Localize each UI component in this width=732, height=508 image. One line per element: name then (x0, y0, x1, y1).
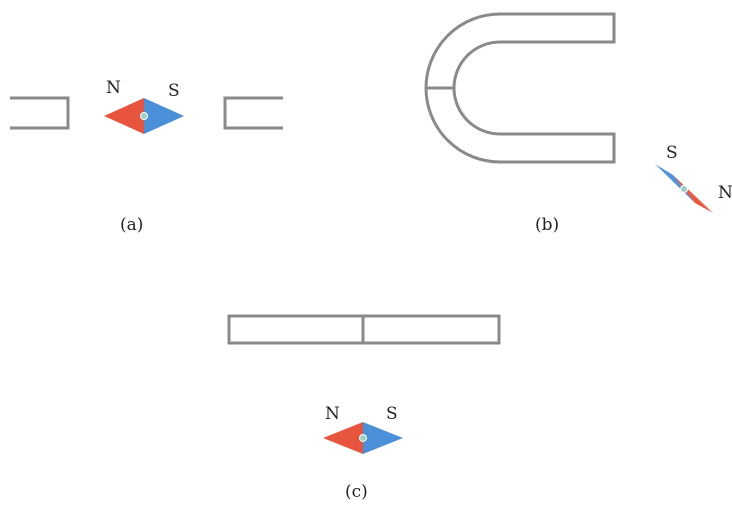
caption-a: (a) (120, 215, 143, 235)
compass-needle-b (655, 164, 713, 213)
needle-north-half (684, 189, 713, 213)
caption-b: (b) (535, 215, 559, 235)
caption-c: (c) (345, 482, 368, 502)
needle-north-label: N (325, 404, 340, 424)
needle-south-label: S (386, 404, 398, 424)
needle-pivot (359, 434, 367, 442)
panel-a: N S (a) (10, 78, 283, 235)
needle-south-label: S (168, 81, 180, 101)
needle-north-half (104, 98, 144, 134)
needle-south-half (655, 164, 695, 203)
compass-needle-c (323, 422, 403, 454)
horseshoe-magnet (424, 12, 616, 164)
needle-north-label: N (718, 183, 732, 203)
needle-pivot (140, 112, 148, 120)
bar-magnet-left-end (10, 96, 70, 130)
needle-pivot (680, 185, 688, 193)
panel-b: S N (b) (424, 12, 732, 235)
needle-north-label: N (106, 78, 121, 98)
bar-magnet-right-end (223, 96, 283, 130)
needle-north-half (673, 175, 713, 213)
needle-south-label: S (666, 143, 678, 163)
needle-south-half (363, 422, 403, 454)
needle-north-half (323, 422, 363, 454)
panel-c: N S (c) (227, 314, 501, 502)
needle-south-half (144, 98, 184, 134)
compass-needle-a (104, 98, 184, 134)
